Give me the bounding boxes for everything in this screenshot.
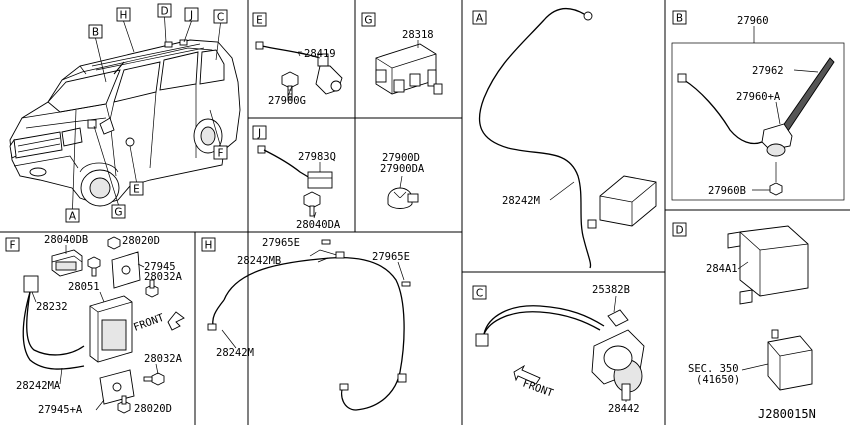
leader-sec-350 <box>741 363 769 371</box>
leader-28242M-H <box>221 329 237 349</box>
front-label-F: FRONT <box>132 312 166 334</box>
part-28318: 28318 <box>402 29 434 41</box>
part-27945: 27945 <box>144 261 176 273</box>
panel-screw-parts <box>387 187 419 209</box>
leader-284A1 <box>737 261 749 270</box>
part-28419: 28419 <box>304 48 336 60</box>
part-27960A: 27960+A <box>736 91 781 103</box>
part-sec-350: SEC. 350 <box>688 363 739 375</box>
panel-A-parts <box>478 8 657 269</box>
panel-label-C: C <box>472 285 487 300</box>
svg-text:F: F <box>217 148 223 160</box>
part-27962: 27962 <box>752 65 784 77</box>
part-28242M-H: 28242M <box>216 347 254 359</box>
panel-label-D: D <box>672 222 687 237</box>
part-27900D: 27900D <box>382 152 420 164</box>
leader-27900D <box>399 175 403 189</box>
leader-27945 <box>137 263 145 268</box>
leader-25382B <box>613 295 617 313</box>
part-27960: 27960 <box>737 15 769 27</box>
panel-B-parts <box>671 26 845 201</box>
svg-text:A: A <box>476 13 484 25</box>
panel-G-parts <box>375 43 443 95</box>
panel-label-E: E <box>252 12 267 27</box>
panel-D-parts <box>727 225 813 391</box>
part-28442: 28442 <box>608 403 640 415</box>
panel-J-parts <box>257 145 333 217</box>
part-27900G: 27900G <box>268 95 306 107</box>
part-27900DA: 27900DA <box>380 163 425 175</box>
leader-28040DA-J <box>313 211 317 219</box>
panel-E-parts <box>255 41 343 101</box>
leader-28419 <box>301 52 321 59</box>
part-28020D-bottom: 28020D <box>134 403 172 415</box>
leader-28051 <box>99 291 105 303</box>
svg-text:H: H <box>120 10 128 22</box>
svg-text:G: G <box>114 207 122 219</box>
panel-label-J: J <box>252 125 267 140</box>
panel-label-H: H <box>201 237 216 252</box>
panel-label-G: G <box>361 12 376 27</box>
part-28232: 28232 <box>36 301 68 313</box>
svg-text:J: J <box>189 10 193 22</box>
leader-28242MB <box>317 257 329 263</box>
panel-H-parts <box>207 239 411 411</box>
svg-text:E: E <box>133 184 140 196</box>
part-28032A-bottom: 28032A <box>144 353 183 365</box>
part-284A1: 284A1 <box>706 263 738 275</box>
part-28242MB: 28242MB <box>237 255 281 267</box>
leader-27960A <box>775 101 781 125</box>
svg-text:C: C <box>217 12 224 24</box>
part-27965E-right: 27965E <box>372 251 410 263</box>
panel-F-parts <box>22 236 185 414</box>
leader-27900G <box>287 85 293 97</box>
leader-27965E-right <box>397 261 405 281</box>
part-28040DB: 28040DB <box>44 234 88 246</box>
svg-text:J: J <box>257 128 261 140</box>
svg-text:C: C <box>476 288 483 300</box>
leader-28242M-A <box>549 181 575 201</box>
part-41650: (41650) <box>696 374 740 386</box>
svg-text:D: D <box>160 6 168 18</box>
svg-text:B: B <box>92 27 99 39</box>
panel-label-A: A <box>472 10 487 25</box>
leader-27962 <box>793 69 819 73</box>
part-28032A-top: 28032A <box>144 271 183 283</box>
svg-text:D: D <box>675 225 683 237</box>
part-28242MA: 28242MA <box>16 380 61 392</box>
leader-27945A <box>95 399 105 411</box>
leader-28032A-bottom <box>155 363 159 375</box>
vehicle-callouts: B H D J C F E G A <box>65 3 228 223</box>
svg-text:A: A <box>69 211 77 223</box>
part-27945A: 27945+A <box>38 404 83 416</box>
svg-text:B: B <box>676 13 683 25</box>
part-27965E-top: 27965E <box>262 237 300 249</box>
part-27983Q: 27983Q <box>298 151 336 163</box>
svg-text:E: E <box>256 15 263 27</box>
part-25382B: 25382B <box>592 284 630 296</box>
panel-label-F: F <box>5 237 20 252</box>
panel-C-parts <box>475 305 645 401</box>
vehicle-illustration <box>9 39 241 207</box>
part-28242M-A: 28242M <box>502 195 540 207</box>
part-28051: 28051 <box>68 281 100 293</box>
diagram-code: J280015N <box>758 407 816 421</box>
leader-28242MA <box>59 367 63 385</box>
part-28040DA-J: 28040DA <box>296 219 341 231</box>
part-28020D-top: 28020D <box>122 235 160 247</box>
svg-text:G: G <box>364 15 372 27</box>
svg-text:F: F <box>9 240 15 252</box>
leader-28232 <box>31 291 37 303</box>
panel-label-B: B <box>672 10 687 25</box>
svg-text:H: H <box>205 240 213 252</box>
part-27960B: 27960B <box>708 185 746 197</box>
